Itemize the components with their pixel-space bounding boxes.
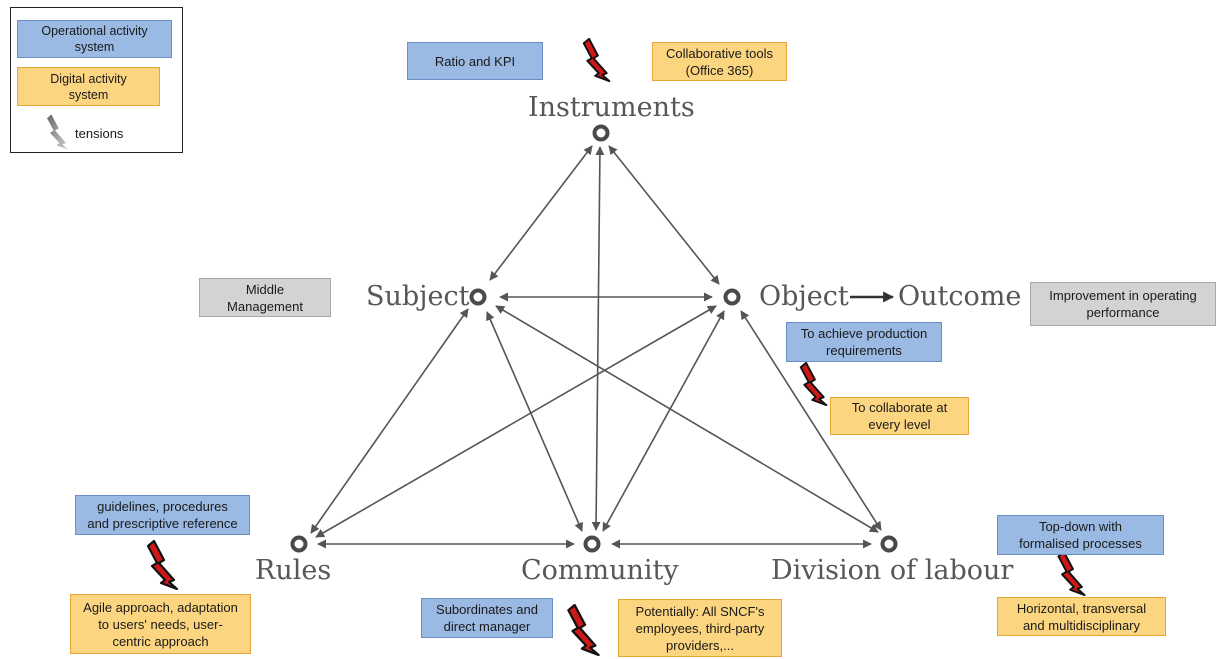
arrow-object-division	[740, 310, 882, 531]
box-collaborative-tools: Collaborative tools (Office 365)	[652, 42, 787, 81]
box-improvement: Improvement in operating performance	[1030, 282, 1216, 326]
node-subject	[469, 288, 487, 306]
label-instruments: Instruments	[528, 92, 695, 123]
arrow-object-rules	[315, 305, 717, 538]
box-middle-management: Middle Management	[199, 278, 331, 317]
arrow-instruments-object	[608, 145, 720, 285]
box-top-down: Top-down with formalised processes	[997, 515, 1164, 555]
tension-bolt-icon-object	[799, 362, 828, 406]
box-collaborate-every-level: To collaborate at every level	[830, 397, 969, 435]
box-agile-approach: Agile approach, adaptation to users' nee…	[70, 594, 251, 654]
node-instruments	[592, 124, 610, 142]
tension-bolt-icon-instruments	[582, 38, 611, 82]
tension-bolt-icon-community	[567, 604, 600, 656]
legend-tensions-label: tensions	[75, 126, 124, 141]
legend-operational-box: Operational activity system	[17, 20, 172, 58]
box-guidelines: guidelines, procedures and prescriptive …	[75, 495, 250, 535]
tension-bolt-icon-rules	[147, 540, 179, 590]
legend-digital-box: Digital activity system	[17, 67, 160, 106]
box-subordinates: Subordinates and direct manager	[421, 598, 553, 638]
arrow-instruments-community	[591, 146, 605, 531]
node-object	[723, 288, 741, 306]
arrow-object-community	[602, 310, 725, 532]
arrow-instruments-subject	[489, 145, 593, 281]
tension-legend-icon	[47, 114, 69, 150]
box-ratio-kpi: Ratio and KPI	[407, 42, 543, 80]
label-subject: Subject	[366, 281, 470, 312]
label-object: Object	[759, 281, 849, 312]
arrow-subject-community	[486, 311, 583, 532]
arrow-subject-rules	[310, 308, 469, 534]
label-rules: Rules	[255, 555, 332, 586]
box-production-requirements: To achieve production requirements	[786, 322, 942, 362]
label-division-of-labour: Division of labour	[771, 555, 1014, 586]
tension-bolt-icon-division	[1057, 551, 1086, 596]
label-community: Community	[521, 555, 679, 586]
node-community	[583, 535, 601, 553]
node-rules	[290, 535, 308, 553]
box-horizontal: Horizontal, transversal and multidiscipl…	[997, 597, 1166, 636]
legend: Operational activity system Digital acti…	[10, 7, 183, 153]
box-potentially-all: Potentially: All SNCF's employees, third…	[618, 599, 782, 657]
node-division-of-labour	[880, 535, 898, 553]
label-outcome: Outcome	[898, 281, 1022, 312]
